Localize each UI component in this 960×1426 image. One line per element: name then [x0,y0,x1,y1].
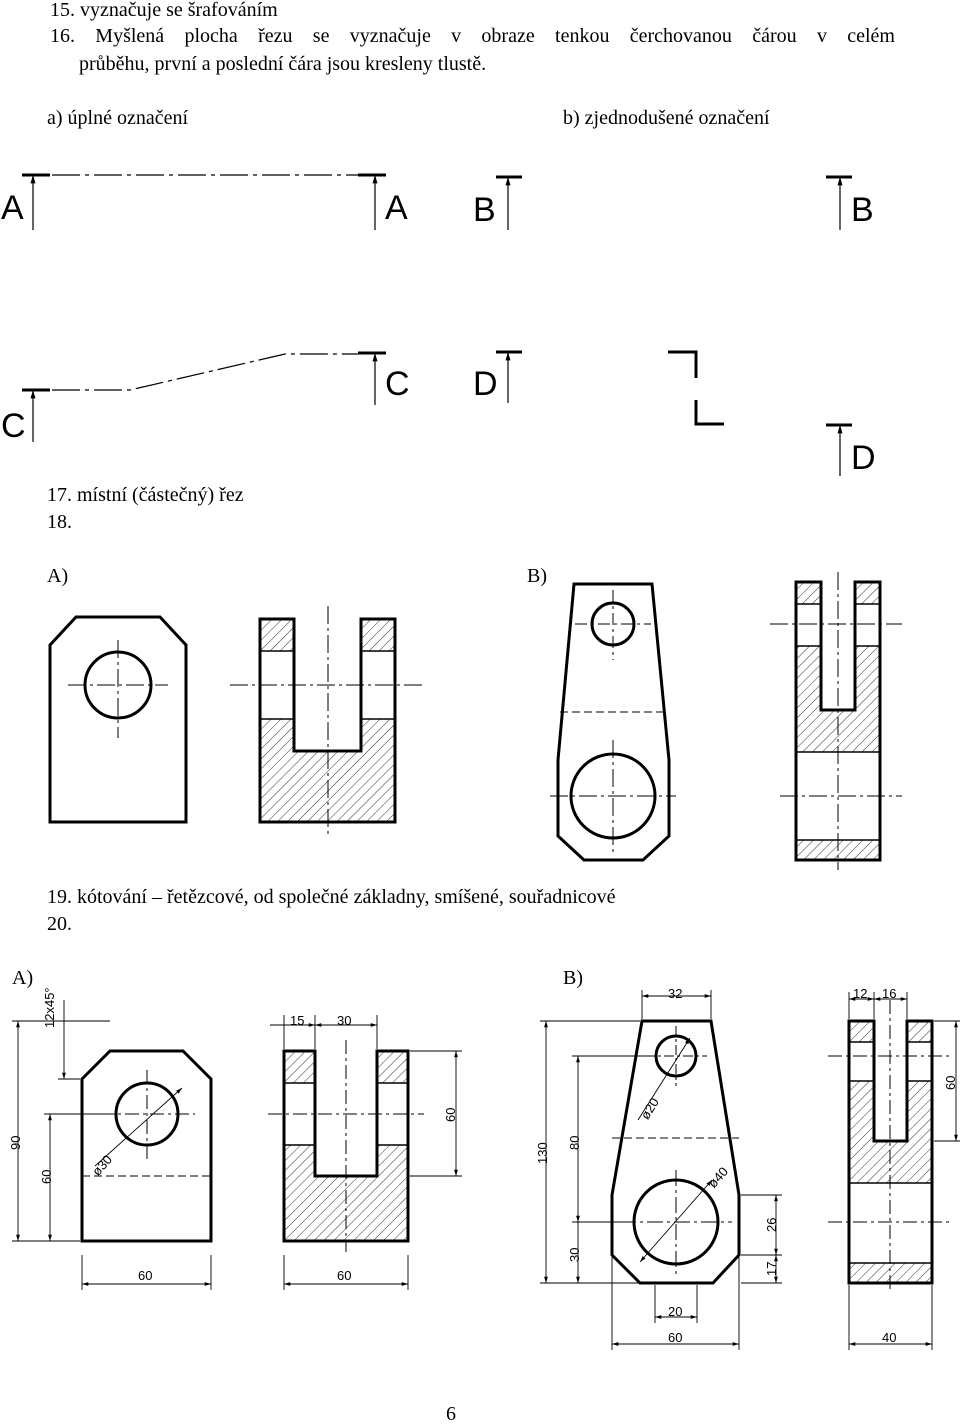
dim-width-60-section: 60 [337,1268,352,1283]
section-letter-b-left: B [473,191,496,229]
full-marking-a [22,173,386,230]
plate-partial-section [230,606,425,836]
section-letter-b-right: B [851,191,874,229]
dim-height-90: 90 [8,1135,23,1150]
dim-height-17: 17 [764,1261,779,1276]
dim-width-30: 30 [337,1013,352,1028]
item-19: 19. kótování – řetězcové, od společné zá… [47,886,616,908]
item-20-a-label: A) [12,967,34,989]
dim-width-60-lever: 60 [668,1330,683,1345]
simple-marking-heading: b) zjednodušené označení [563,107,770,129]
page-number: 6 [446,1403,456,1425]
dim-height-60-section: 60 [443,1107,458,1122]
dim-height-60-plate: 60 [39,1169,54,1184]
dim-width-15: 15 [290,1013,305,1028]
dimensioned-plate-section [268,1015,462,1290]
item-18-a-label: A) [47,565,69,587]
item-20-b-label: B) [563,967,583,989]
item-16-line2: průběhu, první a poslední čára jsou kres… [79,53,487,75]
section-letter-d-right: D [851,439,876,477]
item-18: 18. [47,511,72,533]
item-20: 20. [47,913,72,935]
section-letter-d-left: D [473,365,498,403]
dim-height-60-side: 60 [943,1075,958,1090]
plate-front-view [48,615,188,824]
dimensioned-lever-front [540,990,782,1350]
item-18-b-label: B) [527,565,547,587]
dim-chamfer: 12x45° [42,987,57,1028]
dim-width-12: 12 [853,986,868,1001]
dim-height-130: 130 [535,1142,550,1164]
item-16-line1: 16. Myšlená plocha řezu se vyznačuje v o… [50,25,895,47]
dim-height-80: 80 [567,1135,582,1150]
simple-marking-d [496,350,852,476]
section-letter-a-right: A [385,189,408,227]
section-letter-c-left: C [1,407,26,445]
dimensioned-plate-front [12,1000,213,1290]
simple-marking-b [496,175,852,230]
full-marking-c [22,351,386,442]
full-marking-heading: a) úplné označení [47,107,189,129]
dim-width-20: 20 [668,1304,683,1319]
dim-width-60-plate: 60 [138,1268,153,1283]
dim-height-26: 26 [764,1217,779,1232]
lever-front-view [550,582,676,862]
item-15: 15. vyznačuje se šrafováním [50,0,278,21]
dim-width-16: 16 [882,986,897,1001]
item-17: 17. místní (částečný) řez [47,484,244,506]
dim-width-40: 40 [882,1330,897,1345]
dim-height-30: 30 [567,1247,582,1262]
dim-width-32: 32 [668,986,683,1001]
section-letter-c-right: C [385,365,410,403]
section-letter-a-left: A [1,189,24,227]
lever-partial-section [770,572,902,870]
dimensioned-lever-section [828,992,960,1350]
